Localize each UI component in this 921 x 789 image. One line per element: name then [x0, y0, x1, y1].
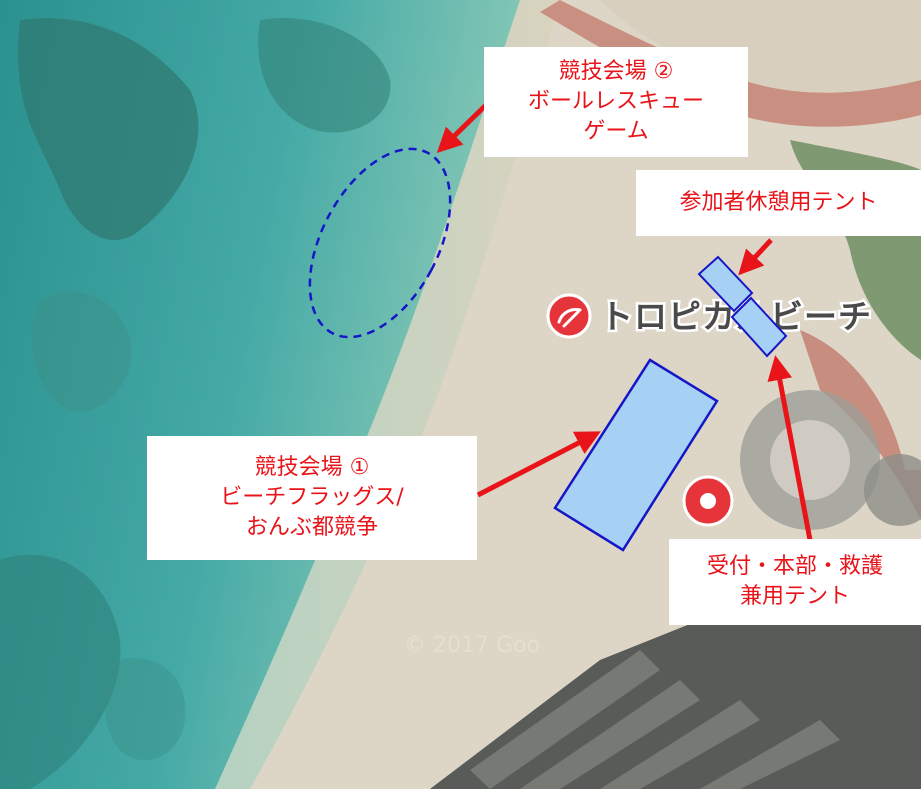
reception-tent-area [730, 296, 788, 358]
reef-patch [258, 18, 391, 133]
venue2-callout: 競技会場 ② ボールレスキュー ゲーム [484, 47, 748, 157]
rest-tent-arrow [738, 238, 773, 276]
reef-patch [18, 18, 199, 241]
promenade [540, 0, 921, 127]
venue2-event-cont: ゲーム [583, 119, 649, 144]
venue2-event: ボールレスキュー [527, 89, 704, 114]
round-structure [864, 454, 921, 526]
rest-tent-label: 参加者休憩用テント [679, 190, 878, 215]
facility-roofs [470, 650, 840, 789]
reef-patch [105, 658, 186, 760]
venue1-callout: 競技会場 ① ビーチフラッグス/ おんぶ都競争 [147, 436, 477, 560]
venue1-event: ビーチフラッグス/ [220, 485, 404, 510]
reception-tent-label: 受付・本部・救護 [706, 554, 883, 579]
venue2-area [308, 147, 452, 339]
reception-tent-callout: 受付・本部・救護 兼用テント [669, 539, 921, 625]
round-structure-center [770, 420, 850, 500]
reef-patch [0, 554, 121, 789]
venue1-title: 競技会場 ① [254, 455, 370, 480]
map-watermark: © 2017 Goo [404, 633, 540, 658]
rest-tent-callout: 参加者休憩用テント [636, 170, 921, 236]
beach-pin-icon [546, 293, 592, 339]
venue1-event-cont: おんぶ都競争 [245, 515, 378, 540]
rest-tent-area [697, 255, 754, 313]
reception-tent-label-cont: 兼用テント [739, 584, 850, 609]
map-marker[interactable] [682, 475, 734, 527]
reception-tent-arrow [767, 355, 813, 541]
venue2-title: 競技会場 ② [558, 59, 674, 84]
venue1-area [553, 358, 719, 552]
venue1-arrow [476, 431, 601, 498]
venue2-arrow [436, 103, 488, 153]
plaza [600, 0, 921, 93]
reef-patch [31, 292, 132, 412]
